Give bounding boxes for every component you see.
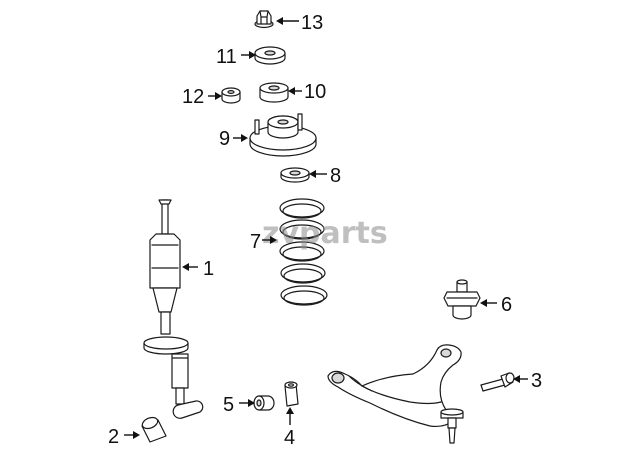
callout-13[interactable]: 13	[301, 12, 323, 34]
part-10-mount-bushing[interactable]	[259, 82, 289, 103]
callout-10[interactable]: 10	[304, 81, 326, 103]
watermark: zvparts	[262, 216, 388, 251]
callout-2[interactable]: 2	[108, 426, 119, 448]
callout-11[interactable]: 11	[216, 46, 237, 68]
callout-5[interactable]: 5	[223, 394, 234, 416]
part-6-bump-stop[interactable]	[443, 279, 481, 320]
part-3-control-arm-bolt[interactable]	[480, 372, 515, 392]
callout-labels: 13 11 10 12 9 8 7 1 6 3 5 4 2	[108, 12, 542, 449]
callout-4[interactable]: 4	[284, 427, 295, 449]
part-1-strut-assembly[interactable]	[143, 199, 204, 419]
part-13-flange-nut[interactable]	[254, 10, 274, 29]
part-7-coil-spring[interactable]	[279, 198, 328, 306]
callout-arrows	[124, 17, 528, 439]
callout-3[interactable]: 3	[531, 370, 542, 392]
callout-7[interactable]: 7	[250, 231, 261, 253]
callout-9[interactable]: 9	[219, 128, 230, 150]
part-5-control-arm-bushing-front[interactable]	[253, 395, 275, 411]
callout-1[interactable]: 1	[203, 258, 214, 280]
callout-6[interactable]: 6	[501, 294, 512, 316]
lower-control-arm[interactable]	[327, 344, 464, 444]
part-8-spring-insulator[interactable]	[280, 167, 310, 183]
part-9-upper-strut-mount[interactable]	[249, 113, 317, 157]
part-4-control-arm-bushing-rear[interactable]	[284, 381, 299, 407]
part-11-mount-washer[interactable]	[254, 46, 286, 65]
callout-8[interactable]: 8	[330, 165, 341, 187]
callout-12[interactable]: 12	[182, 86, 204, 108]
part-12-mount-cushion[interactable]	[221, 87, 241, 104]
part-2-strut-lower-bushing[interactable]	[141, 415, 167, 443]
